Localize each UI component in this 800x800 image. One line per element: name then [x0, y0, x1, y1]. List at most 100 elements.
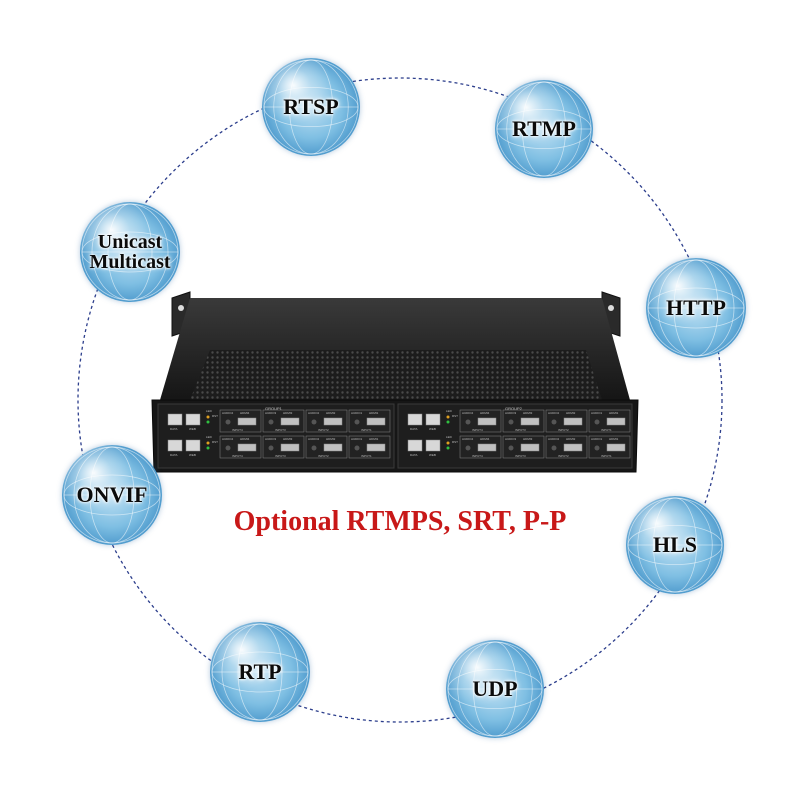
hdmi-port[interactable]	[237, 417, 257, 426]
globe-hls: HLS	[626, 496, 724, 594]
hdmi-port[interactable]	[477, 443, 497, 452]
led-label: LED	[446, 409, 453, 413]
input-label: INPUT2	[318, 454, 329, 458]
hdmi-label: HDMI1	[369, 437, 379, 441]
audio-jack[interactable]	[311, 445, 317, 451]
hdmi-label: HDMI1	[609, 411, 619, 415]
hdmi-label: HDMI2	[326, 411, 336, 415]
audio-label: AUDIO2	[308, 437, 320, 441]
globe-unicast-multicast: Unicast Multicast	[80, 202, 180, 302]
audio-jack[interactable]	[225, 419, 231, 425]
audio-jack[interactable]	[311, 419, 317, 425]
audio-jack[interactable]	[225, 445, 231, 451]
audio-jack[interactable]	[465, 419, 471, 425]
status-led	[446, 446, 450, 450]
protocol-label: HTTP	[666, 295, 726, 320]
input-label: INPUT1	[601, 428, 612, 432]
protocol-label: ONVIF	[76, 482, 148, 507]
globe-icon	[496, 81, 592, 177]
hdmi-port[interactable]	[323, 417, 343, 426]
globe-rtsp: RTSP	[262, 58, 360, 156]
audio-label: AUDIO3	[505, 437, 517, 441]
reset-label: RST	[212, 414, 218, 418]
hdmi-port[interactable]	[280, 417, 300, 426]
audio-jack[interactable]	[268, 445, 274, 451]
hdmi-label: HDMI4	[240, 411, 250, 415]
hdmi-port[interactable]	[606, 417, 626, 426]
hdmi-label: HDMI1	[369, 411, 379, 415]
globe-icon	[211, 623, 309, 721]
hdmi-port[interactable]	[366, 443, 386, 452]
audio-label: AUDIO3	[265, 437, 277, 441]
globe-icon	[81, 203, 179, 301]
hdmi-port[interactable]	[280, 443, 300, 452]
reset-label: RST	[452, 440, 458, 444]
audio-jack[interactable]	[268, 419, 274, 425]
hdmi-port[interactable]	[366, 417, 386, 426]
input-label: INPUT4	[472, 454, 483, 458]
audio-jack[interactable]	[354, 419, 360, 425]
hdmi-label: HDMI1	[609, 437, 619, 441]
globe-icon	[63, 446, 161, 544]
input-label: INPUT3	[515, 428, 526, 432]
hdmi-port[interactable]	[563, 443, 583, 452]
protocol-label: RTSP	[283, 94, 339, 119]
ethernet-port[interactable]	[425, 413, 441, 426]
hdmi-port[interactable]	[520, 417, 540, 426]
input-label: INPUT4	[472, 428, 483, 432]
ethernet-port[interactable]	[185, 439, 201, 452]
ethernet-port[interactable]	[167, 413, 183, 426]
hdmi-label: HDMI2	[566, 437, 576, 441]
data-port-label: DATA	[170, 427, 178, 431]
ethernet-port[interactable]	[425, 439, 441, 452]
audio-jack[interactable]	[594, 419, 600, 425]
audio-jack[interactable]	[354, 445, 360, 451]
input-label: INPUT1	[361, 454, 372, 458]
audio-jack[interactable]	[594, 445, 600, 451]
globe-icon	[647, 259, 745, 357]
audio-label: AUDIO2	[308, 411, 320, 415]
input-label: INPUT2	[558, 428, 569, 432]
protocol-label: Unicast Multicast	[89, 231, 171, 273]
hdmi-port[interactable]	[606, 443, 626, 452]
hdmi-port[interactable]	[563, 417, 583, 426]
audio-jack[interactable]	[508, 445, 514, 451]
status-led	[206, 415, 210, 419]
ethernet-port[interactable]	[185, 413, 201, 426]
hdmi-label: HDMI4	[480, 437, 490, 441]
hdmi-port[interactable]	[477, 417, 497, 426]
audio-jack[interactable]	[508, 419, 514, 425]
protocol-label: RTP	[238, 659, 282, 684]
hdmi-port[interactable]	[520, 443, 540, 452]
audio-label: AUDIO1	[591, 437, 603, 441]
audio-label: AUDIO4	[462, 411, 474, 415]
group1-label: GROUP1	[265, 406, 283, 411]
input-label: INPUT3	[275, 428, 286, 432]
protocol-label: HLS	[652, 532, 698, 557]
hdmi-label: HDMI3	[523, 437, 533, 441]
input-label: INPUT1	[601, 454, 612, 458]
input-label: INPUT2	[558, 454, 569, 458]
hdmi-port[interactable]	[323, 443, 343, 452]
led-label: LED	[446, 435, 453, 439]
ethernet-port[interactable]	[167, 439, 183, 452]
ethernet-port[interactable]	[407, 413, 423, 426]
hdmi-label: HDMI3	[283, 437, 293, 441]
optional-protocols-caption: Optional RTMPS, SRT, P-P	[233, 506, 567, 537]
audio-label: AUDIO1	[591, 411, 603, 415]
ethernet-port[interactable]	[407, 439, 423, 452]
audio-jack[interactable]	[465, 445, 471, 451]
globe-onvif: ONVIF	[62, 445, 162, 545]
hdmi-label: HDMI3	[283, 411, 293, 415]
audio-jack[interactable]	[551, 419, 557, 425]
globe-rtp: RTP	[210, 622, 310, 722]
web-port-label: WEB	[429, 427, 436, 431]
led-label: LED	[206, 409, 213, 413]
hdmi-port[interactable]	[237, 443, 257, 452]
audio-jack[interactable]	[551, 445, 557, 451]
audio-label: AUDIO2	[548, 411, 560, 415]
status-led	[446, 441, 450, 445]
status-led	[206, 420, 210, 424]
group2-label: GROUP2	[505, 406, 523, 411]
